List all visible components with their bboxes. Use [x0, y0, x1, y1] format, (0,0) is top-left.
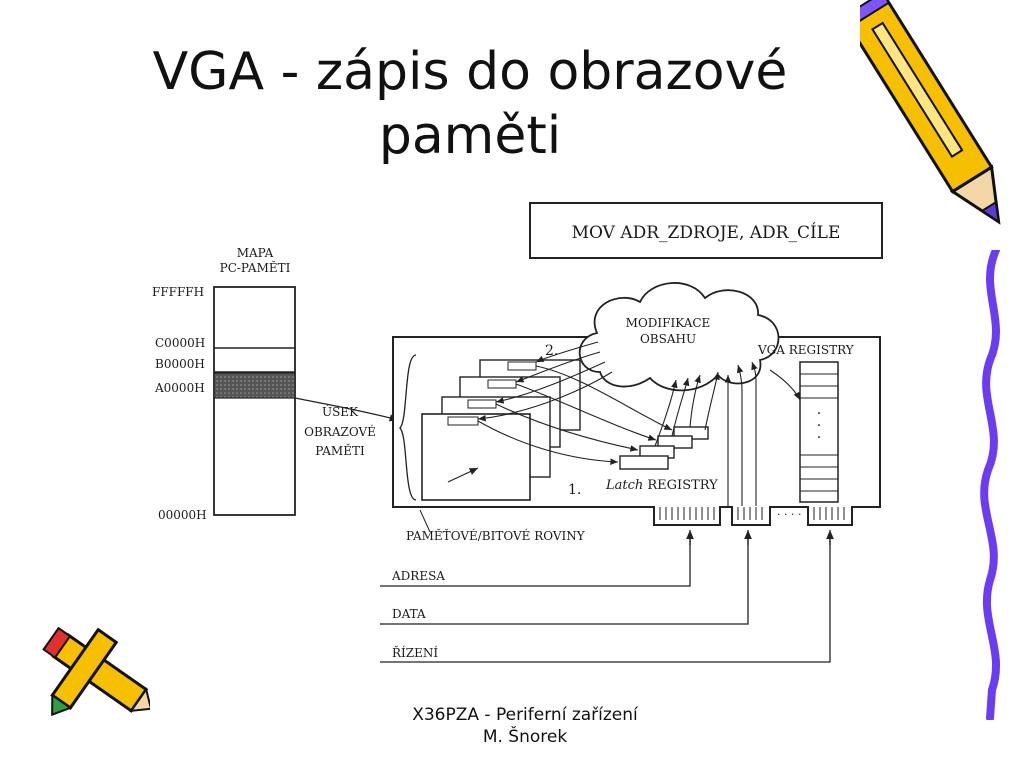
address-b0000h: B0000H — [155, 357, 205, 371]
latch-register-1 — [619, 455, 669, 470]
bus-control: ŘÍZENÍ — [392, 645, 438, 660]
vga-registers-label: VGA REGISTRY — [757, 343, 855, 357]
crayon-icon — [42, 626, 150, 717]
register-dot-1: · — [817, 406, 821, 422]
latch-registers-label: Latch REGISTRY — [605, 478, 718, 493]
latch-register-3 — [657, 435, 693, 449]
cloud-label-1: MODIFIKACE — [626, 316, 711, 330]
slide-footer: X36PZA - Periferní zařízení M. Šnorek — [360, 704, 690, 748]
planes-label: PAMĚŤOVÉ/BITOVÉ ROVINY — [406, 528, 586, 543]
bus-data: DATA — [392, 607, 426, 621]
address-a0000h: A0000H — [154, 381, 205, 395]
segment-label-3: PAMĚTI — [315, 443, 365, 458]
plane-number-1: 1. — [568, 482, 581, 498]
address-c0000h: C0000H — [155, 336, 205, 350]
title-line-1: VGA - zápis do obrazové — [152, 42, 788, 102]
bus-address: ADRESA — [391, 569, 445, 583]
slide-title: VGA - zápis do obrazové paměti — [60, 40, 880, 168]
video-memory-segment — [213, 372, 296, 399]
modify-cloud — [578, 282, 780, 392]
connector-dots: · · · · — [777, 508, 801, 521]
address-ffffh: FFFFFH — [152, 285, 204, 299]
memory-map-title-2: PC-PAMĚTI — [220, 260, 291, 275]
memory-map — [213, 286, 296, 516]
segment-label-1: ÚSEK — [322, 403, 359, 419]
instruction-text: MOV ADR_ZDROJE, ADR_CÍLE — [572, 222, 841, 243]
register-dot-2: · — [817, 418, 821, 434]
register-dot-3: · — [817, 430, 821, 446]
footer-author: M. Šnorek — [482, 727, 568, 747]
pencil-icon — [860, 0, 1001, 225]
memory-plane-1 — [421, 413, 531, 501]
memory-map-title-1: MAPA — [237, 246, 274, 260]
segment-label-2: OBRAZOVÉ — [304, 424, 376, 439]
wavy-line-decoration — [980, 250, 1000, 720]
address-00000h: 00000H — [158, 508, 207, 522]
title-line-2: paměti — [378, 106, 562, 166]
footer-course: X36PZA - Periferní zařízení — [412, 705, 638, 725]
cloud-label-2: OBSAHU — [640, 332, 696, 346]
instruction-box — [529, 202, 883, 259]
